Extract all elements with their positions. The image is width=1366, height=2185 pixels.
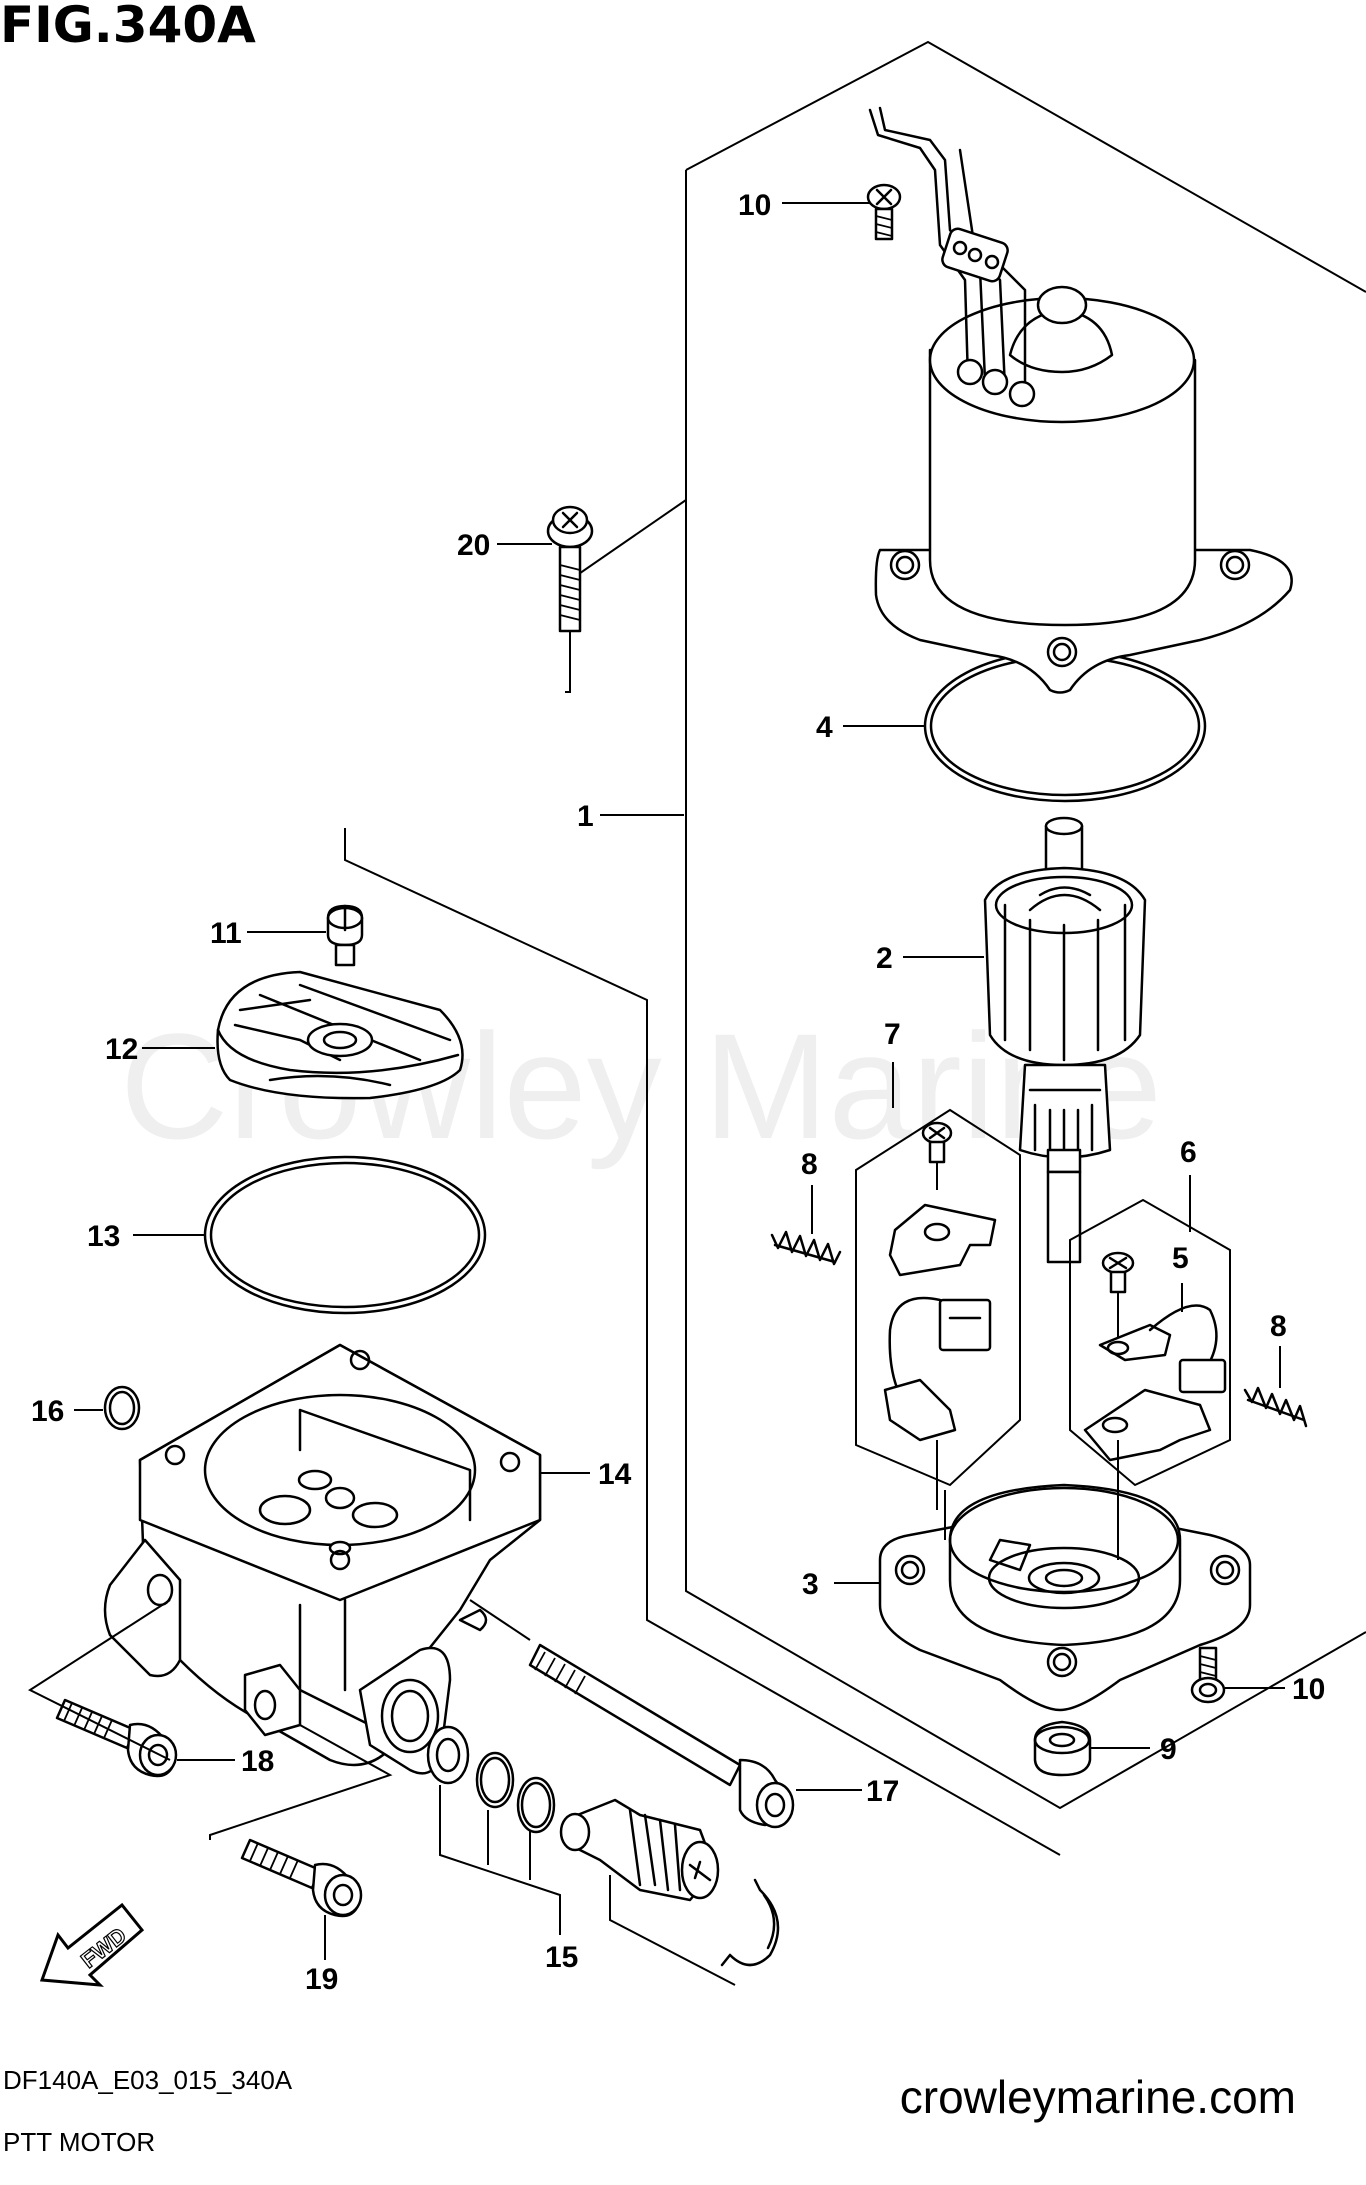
part-13-o-ring bbox=[203, 1155, 487, 1315]
guide-lines bbox=[27, 1485, 1119, 1840]
callout-leaders bbox=[74, 202, 1285, 1960]
callout-20: 20 bbox=[457, 529, 490, 562]
part-7-brush-holder bbox=[855, 1108, 1021, 1510]
part-20-bolt bbox=[546, 505, 594, 633]
part-19-bolt bbox=[240, 1838, 363, 1918]
callout-18: 18 bbox=[241, 1745, 274, 1778]
callout-9: 9 bbox=[1160, 1733, 1177, 1766]
callout-13: 13 bbox=[87, 1220, 120, 1253]
diagram-name: PTT MOTOR bbox=[3, 2127, 156, 2157]
callout-16: 16 bbox=[31, 1395, 64, 1428]
part-10-screw-bottom bbox=[1190, 1646, 1226, 1704]
callout-14: 14 bbox=[598, 1458, 632, 1491]
callout-8-left: 8 bbox=[801, 1148, 818, 1181]
callout-6: 5 bbox=[1172, 1242, 1189, 1275]
callout-11: 11 bbox=[210, 917, 242, 950]
part-8-spring-left bbox=[770, 1230, 842, 1266]
callout-3: 3 bbox=[802, 1568, 819, 1601]
part-16-o-ring bbox=[103, 1385, 141, 1431]
part-11-pin bbox=[326, 904, 364, 967]
part-12-filter-plate bbox=[216, 970, 464, 1100]
part-17-long-bolt bbox=[528, 1643, 795, 1829]
part-14-pump-body bbox=[103, 1343, 542, 1775]
callout-19: 19 bbox=[305, 1963, 338, 1996]
callout-12: 12 bbox=[105, 1033, 138, 1066]
fwd-arrow-icon: FWD bbox=[39, 1902, 145, 1987]
callout-10: 10 bbox=[738, 189, 771, 222]
part-2-armature bbox=[983, 816, 1147, 1264]
callout-4: 4 bbox=[816, 711, 833, 744]
part-8-spring-right bbox=[1243, 1386, 1308, 1428]
callout-10-bottom: 10 bbox=[1292, 1673, 1325, 1706]
part-9-cap bbox=[1033, 1720, 1092, 1777]
callout-1: 1 bbox=[577, 800, 594, 833]
callout-2: 2 bbox=[876, 942, 893, 975]
assembly-outline-1 bbox=[565, 40, 1366, 1810]
website-link[interactable]: crowleymarine.com bbox=[899, 2071, 1296, 2123]
part-1-motor-housing bbox=[868, 106, 1293, 694]
callout-17: 17 bbox=[866, 1775, 899, 1808]
part-3-motor-base bbox=[878, 1483, 1252, 1712]
callout-8-right: 8 bbox=[1270, 1310, 1287, 1343]
assembly-outline-14 bbox=[344, 828, 1061, 1856]
diagram-code: DF140A_E03_015_340A bbox=[3, 2065, 293, 2095]
part-5-brush-holder bbox=[1069, 1198, 1231, 1560]
part-10-screw-top bbox=[866, 183, 902, 241]
callout-15: 15 bbox=[545, 1941, 578, 1974]
callout-5: 6 bbox=[1180, 1136, 1197, 1169]
figure-title: FIG.340A bbox=[0, 0, 256, 54]
part-15-valve-kit bbox=[426, 1725, 780, 1986]
callout-7: 7 bbox=[884, 1018, 901, 1051]
